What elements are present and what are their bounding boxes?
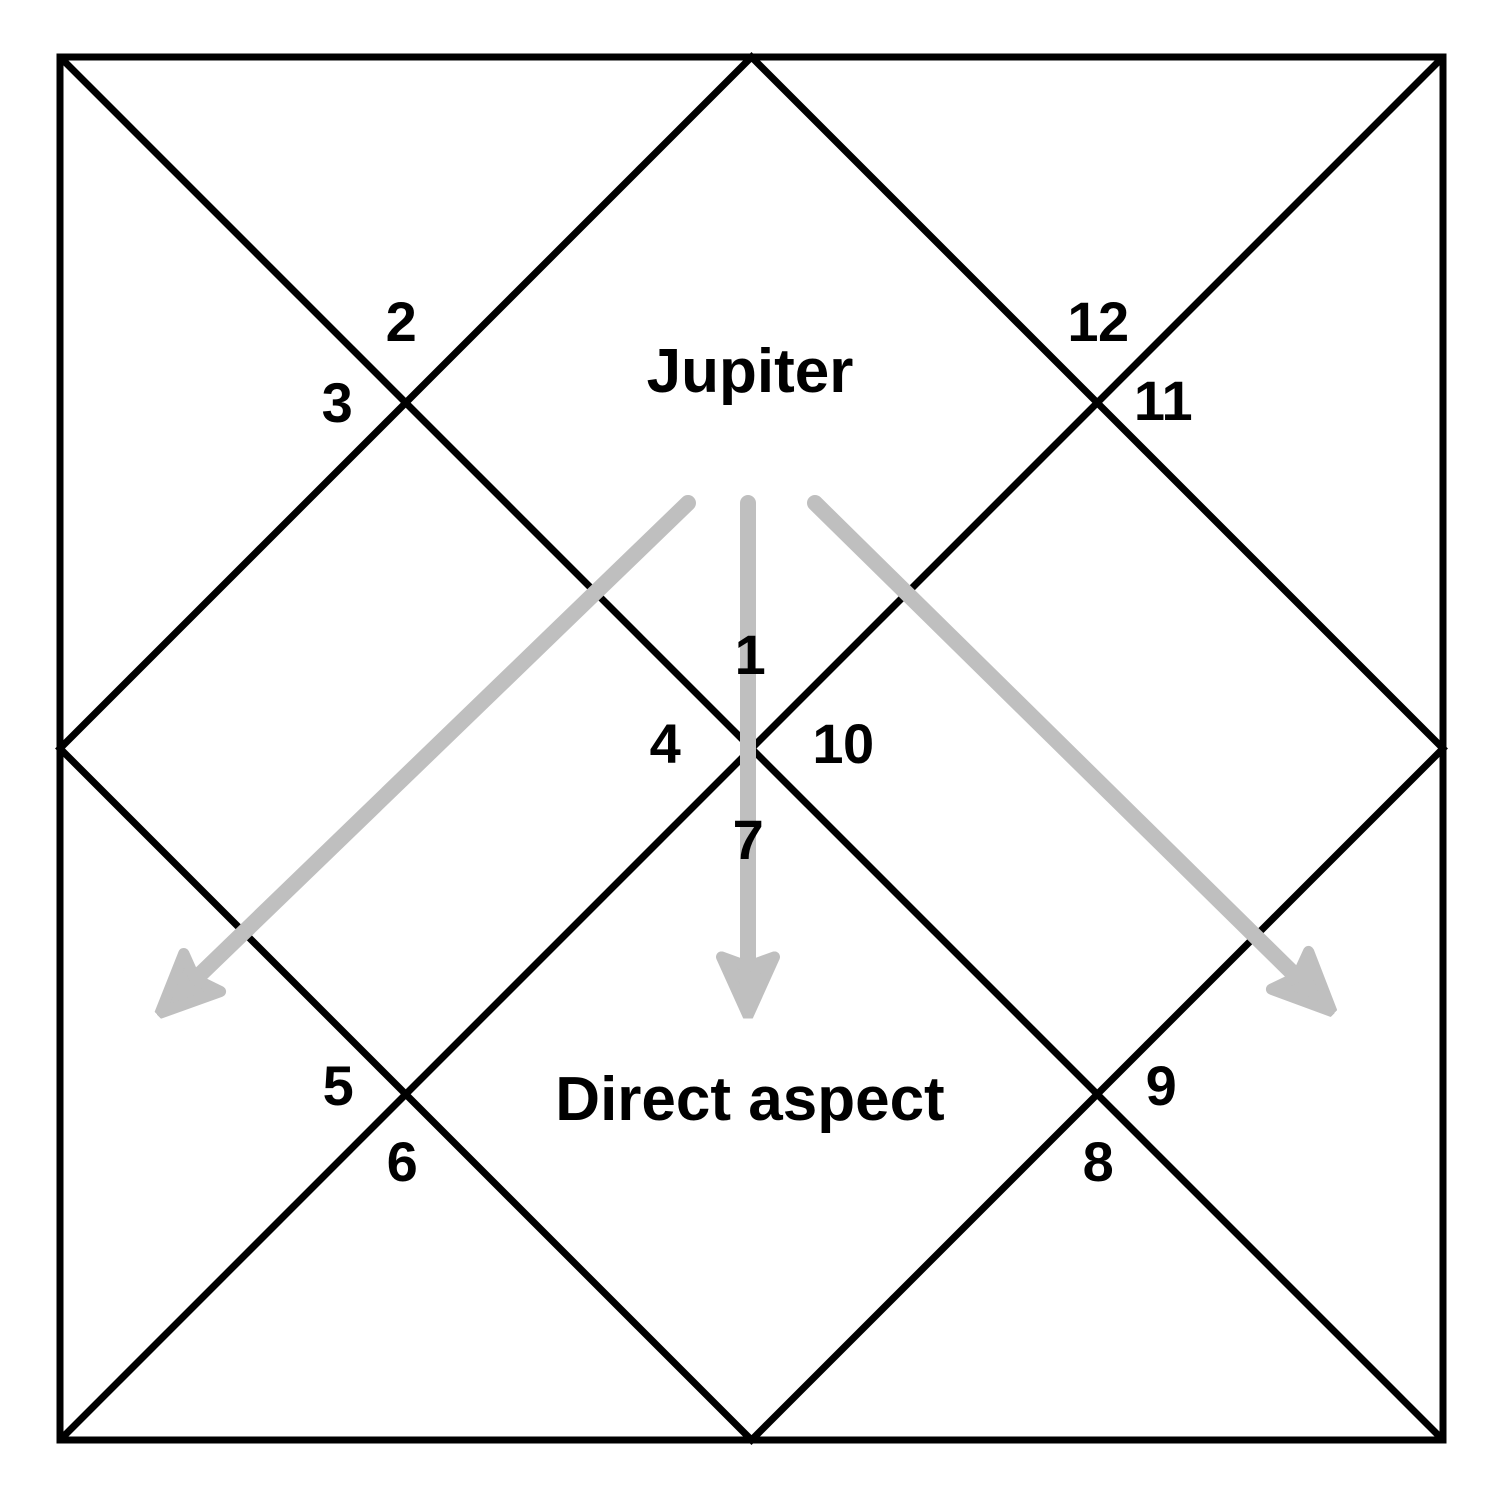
house-number-10[interactable]: 10 xyxy=(812,712,874,775)
aspect-arrow-left xyxy=(182,495,696,992)
house-number-8[interactable]: 8 xyxy=(1082,1130,1114,1193)
house-number-1[interactable]: 1 xyxy=(734,623,766,686)
house-number-12[interactable]: 12 xyxy=(1067,290,1129,353)
house-number-5[interactable]: 5 xyxy=(322,1054,354,1117)
house-number-9[interactable]: 9 xyxy=(1145,1054,1177,1117)
house-number-2[interactable]: 2 xyxy=(385,290,417,353)
aspect-arrow-right xyxy=(807,495,1310,990)
chart-inner-diamond xyxy=(55,52,1448,1445)
house-number-4[interactable]: 4 xyxy=(649,712,681,775)
house-number-6[interactable]: 6 xyxy=(386,1130,418,1193)
planet-title: Jupiter xyxy=(646,337,854,406)
aspect-caption: Direct aspect xyxy=(555,1065,945,1134)
house-number-3[interactable]: 3 xyxy=(321,371,353,434)
house-number-7[interactable]: 7 xyxy=(732,808,764,871)
house-number-11[interactable]: 11 xyxy=(1133,369,1193,432)
